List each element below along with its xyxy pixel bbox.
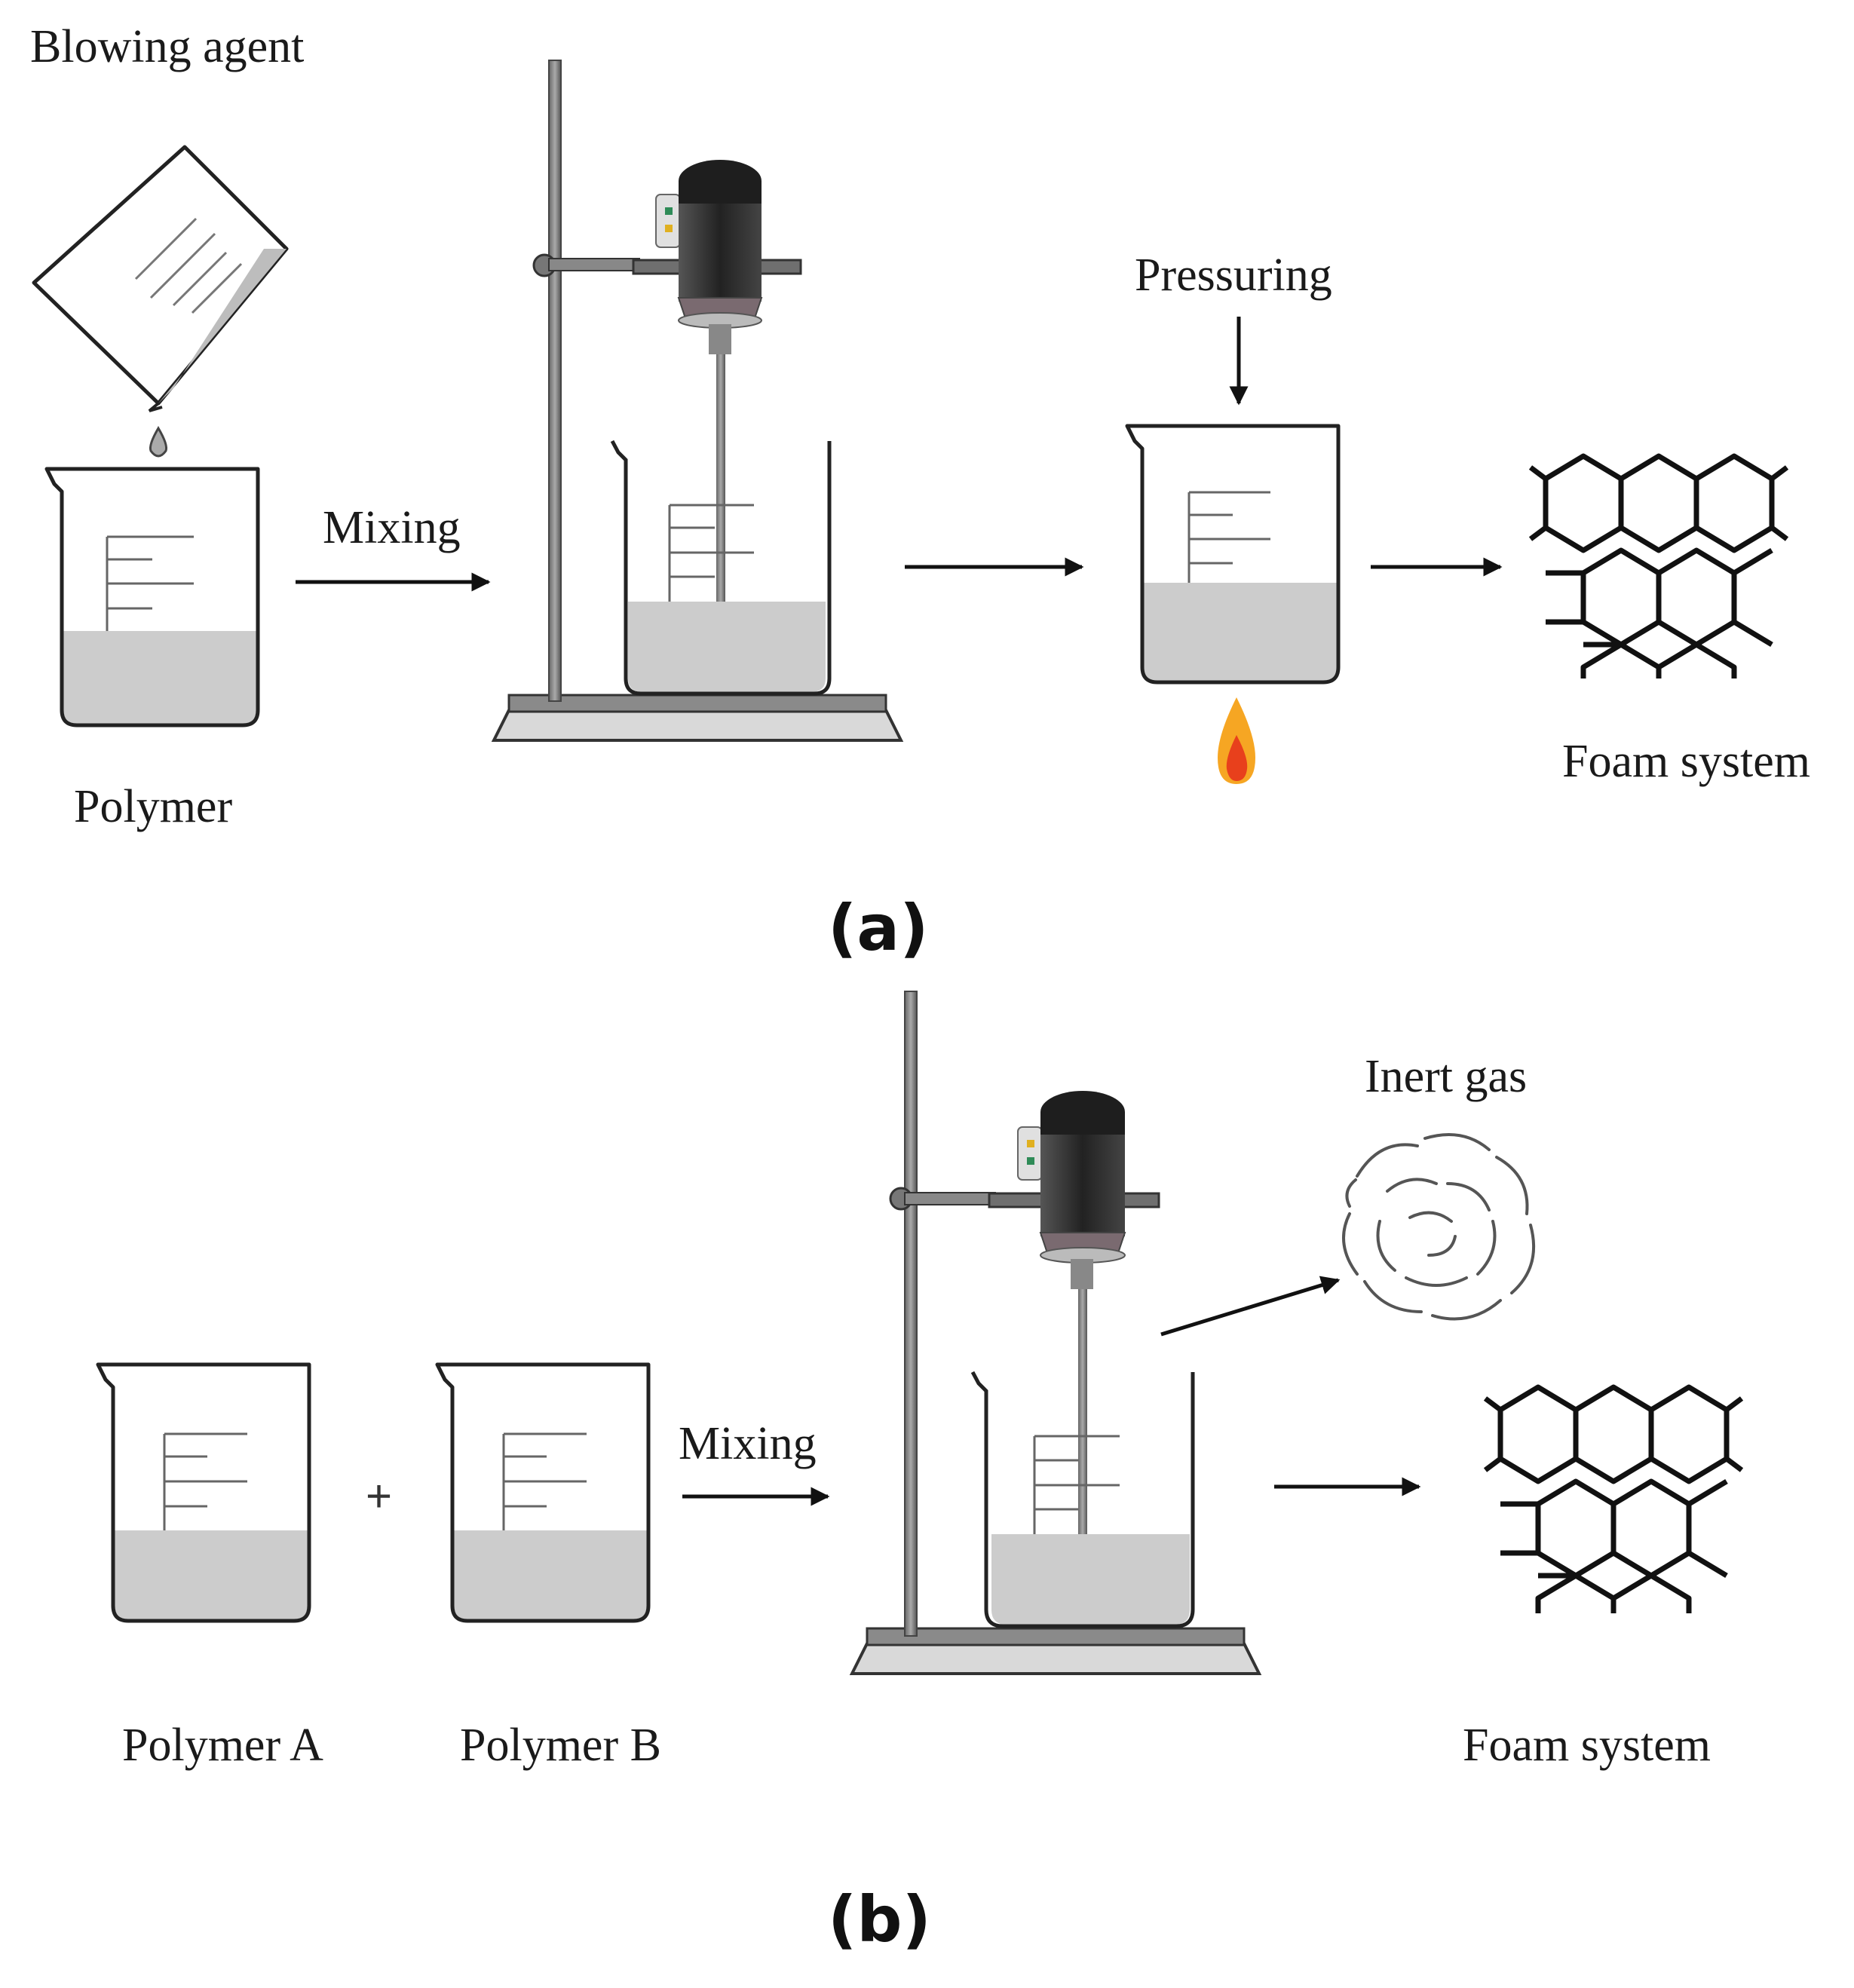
plus-sign: + bbox=[366, 1471, 392, 1521]
stirrer-apparatus-a bbox=[492, 60, 902, 742]
label-polymer-b: Polymer B bbox=[460, 1720, 661, 1771]
caption-b: (b) bbox=[828, 1882, 931, 1956]
caption-a: (a) bbox=[828, 891, 928, 965]
gas-cloud-icon bbox=[1342, 1133, 1536, 1321]
label-mixing-b: Mixing bbox=[679, 1418, 817, 1469]
polymer-b-beaker bbox=[437, 1365, 650, 1621]
polymer-beaker bbox=[47, 469, 259, 725]
foam-honeycomb-a bbox=[1528, 453, 1789, 678]
panel-a: Blowing agent Polymer Mixing bbox=[30, 21, 1810, 965]
flame-icon bbox=[1218, 697, 1255, 784]
arrow-inert-gas bbox=[1160, 1276, 1341, 1337]
pressure-beaker bbox=[1127, 426, 1340, 682]
label-foam-system-a: Foam system bbox=[1562, 736, 1810, 787]
panel-b: + Polymer A Polymer B Mixing bbox=[98, 991, 1744, 1956]
label-blowing-agent: Blowing agent bbox=[30, 21, 304, 72]
foam-honeycomb-b bbox=[1483, 1384, 1744, 1613]
stirrer-apparatus-b bbox=[850, 991, 1261, 1675]
blowing-agent-container bbox=[32, 145, 289, 458]
label-polymer-a: Polymer A bbox=[122, 1720, 323, 1771]
label-pressuring: Pressuring bbox=[1135, 250, 1332, 301]
polymer-a-beaker bbox=[98, 1365, 311, 1621]
label-mixing-a: Mixing bbox=[323, 502, 461, 553]
label-polymer: Polymer bbox=[74, 781, 232, 832]
label-inert-gas: Inert gas bbox=[1365, 1051, 1527, 1102]
label-foam-system-b: Foam system bbox=[1463, 1720, 1711, 1771]
